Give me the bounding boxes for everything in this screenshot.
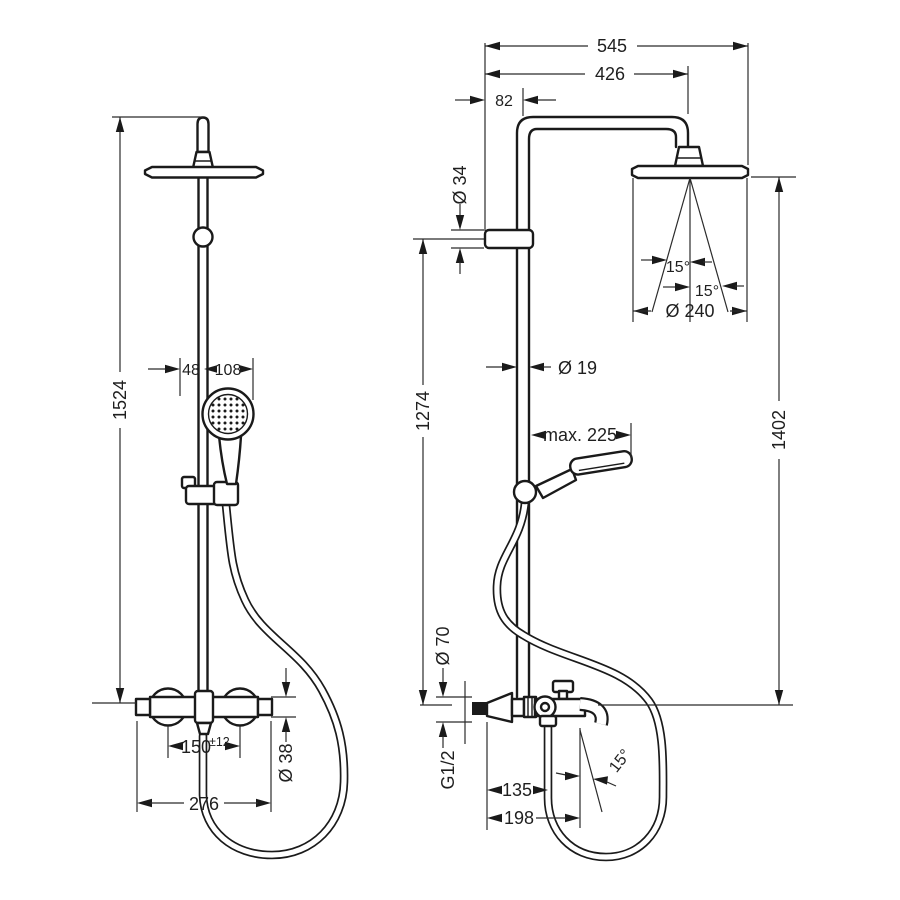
dim-arm-projection-label: 426 xyxy=(595,64,625,84)
dim-hand-shower: 48 108 xyxy=(148,358,254,400)
dim-valve-diameter-label: Ø 38 xyxy=(276,743,296,782)
dim-wall-to-riser-label: 82 xyxy=(495,93,513,110)
riser-bar-left xyxy=(197,176,209,699)
dim-spout-angle-label: 15° xyxy=(606,746,634,776)
dim-bracket-diameter-label: Ø 34 xyxy=(450,165,470,204)
spray-cone xyxy=(632,177,748,322)
dim-connection-thread: G1/2 xyxy=(438,681,466,790)
dim-total-height-label: 1524 xyxy=(110,380,130,420)
dim-overall-width-label: 545 xyxy=(597,36,627,56)
dim-connection-tolerance-label: ±12 xyxy=(209,735,230,749)
dim-total-height: 1524 xyxy=(92,116,203,704)
hand-shower-right xyxy=(512,449,633,505)
dim-escutcheon-diameter: Ø 70 xyxy=(433,626,472,748)
dim-valve-diameter: Ø 38 xyxy=(271,668,296,783)
dim-head-diameter: Ø 240 xyxy=(633,301,747,321)
overhead-shower-left xyxy=(143,116,265,179)
dim-riser-diameter: Ø 19 xyxy=(486,358,597,378)
wall-bracket-sleeve xyxy=(483,228,535,250)
spray-face xyxy=(207,393,249,435)
dim-spray-angles: 15° 15° xyxy=(641,255,744,300)
riser-and-arm xyxy=(515,115,690,699)
dim-escutcheon-diameter-label: Ø 70 xyxy=(433,626,453,665)
dim-spray-angle-right-label: 15° xyxy=(695,283,719,300)
dim-riser-height-label: 1274 xyxy=(413,391,433,431)
dim-connection-thread-label: G1/2 xyxy=(438,750,458,789)
dim-spray-angle-left-label: 15° xyxy=(666,259,690,276)
dim-valve-width-label: 276 xyxy=(189,794,219,814)
dim-hand-shower-reach-label: max. 225 xyxy=(543,425,617,445)
dim-arm-projection: 426 xyxy=(485,64,689,114)
dim-head-diameter-label: Ø 240 xyxy=(665,301,714,321)
dim-hose-offset-label: 135 xyxy=(502,780,532,800)
wall-bracket-ring xyxy=(192,226,214,248)
dim-connection-distance: 150 ±12 xyxy=(167,726,241,758)
dim-overall-width: 545 xyxy=(485,36,749,165)
dim-valve-width: 276 xyxy=(136,721,272,814)
dim-overall-height-label: 1402 xyxy=(769,410,789,450)
overhead-shower-right xyxy=(630,145,750,180)
dim-spout: 135 198 15° xyxy=(486,722,635,830)
dim-wall-to-riser: 82 xyxy=(455,88,556,116)
dim-connection-distance-label: 150 xyxy=(181,737,211,757)
dim-riser-diameter-label: Ø 19 xyxy=(558,358,597,378)
left-view: 1524 48 108 Ø 38 xyxy=(92,116,349,860)
shower-hose-left xyxy=(198,500,349,860)
dim-bracket-diameter: Ø 34 xyxy=(450,165,484,274)
dim-overall-height: 1402 xyxy=(420,176,796,706)
dim-hand-shower-reach: max. 225 xyxy=(531,423,632,458)
shower-hose-right xyxy=(492,498,668,862)
right-view: 545 426 82 Ø 34 xyxy=(413,36,796,862)
dim-hand-diameter-label: 108 xyxy=(215,362,242,379)
dim-riser-height: 1274 xyxy=(413,238,484,705)
dim-spout-reach-label: 198 xyxy=(504,808,534,828)
dim-hand-offset-label: 48 xyxy=(182,362,200,379)
hand-shower-left xyxy=(180,387,255,507)
thermostat-valve-left xyxy=(134,687,274,736)
tub-spout-valve xyxy=(472,679,609,728)
